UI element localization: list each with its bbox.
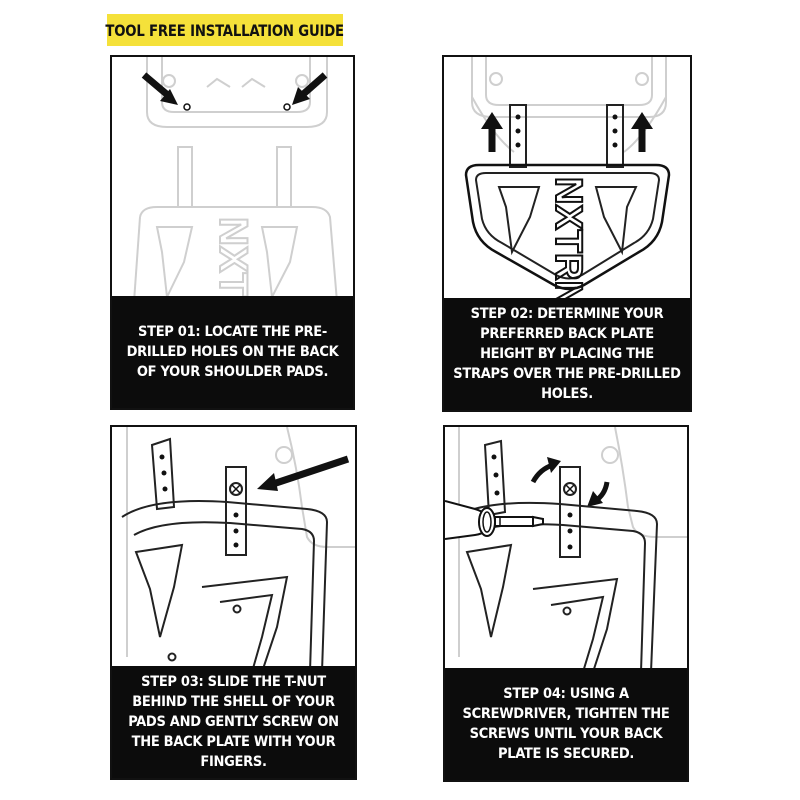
step-04-panel: STEP 04: USING A SCREWDRIVER, TIGHTEN TH… (443, 425, 689, 782)
step-04-caption: STEP 04: USING A SCREWDRIVER, TIGHTEN TH… (462, 686, 670, 762)
step-03-illustration (121, 427, 355, 672)
guide-title-banner: TOOL FREE INSTALLATION GUIDE (105, 14, 345, 46)
step-01-caption-box: STEP 01: LOCATE THE PRE-DRILLED HOLES ON… (112, 296, 353, 408)
step-03-caption-box: STEP 03: SLIDE THE T-NUT BEHIND THE SHEL… (112, 666, 355, 778)
brand-logo-text: NXTRND (211, 217, 255, 302)
arrow-icon (257, 455, 350, 491)
step-01-illustration: NXTRND (133, 57, 338, 302)
step-03-caption: STEP 03: SLIDE THE T-NUT BEHIND THE SHEL… (128, 674, 339, 770)
guide-title: TOOL FREE INSTALLATION GUIDE (105, 20, 345, 40)
arrow-icon (141, 72, 178, 105)
arrow-up-icon (481, 112, 503, 152)
rotate-arrow-icon (587, 481, 610, 507)
arrow-up-icon (631, 112, 653, 152)
step-02-panel: NXTRND STEP 02: DETERMINE YOUR PREFERRED… (442, 55, 692, 412)
step-01-panel: NXTRND STEP 01: LOCATE THE PRE-DRILLED H… (110, 55, 355, 410)
step-02-caption: STEP 02: DETERMINE YOUR PREFERRED BACK P… (453, 306, 681, 402)
step-04-illustration (445, 427, 687, 672)
step-02-caption-box: STEP 02: DETERMINE YOUR PREFERRED BACK P… (444, 298, 690, 410)
step-01-caption: STEP 01: LOCATE THE PRE-DRILLED HOLES ON… (126, 324, 339, 380)
brand-logo-text: NXTRND (547, 177, 589, 302)
step-02-illustration: NXTRND (464, 57, 671, 302)
arrow-icon (292, 72, 328, 105)
step-03-panel: STEP 03: SLIDE THE T-NUT BEHIND THE SHEL… (110, 425, 357, 780)
rotate-arrow-icon (530, 457, 561, 484)
step-04-caption-box: STEP 04: USING A SCREWDRIVER, TIGHTEN TH… (445, 668, 687, 780)
screwdriver-icon (445, 500, 544, 540)
